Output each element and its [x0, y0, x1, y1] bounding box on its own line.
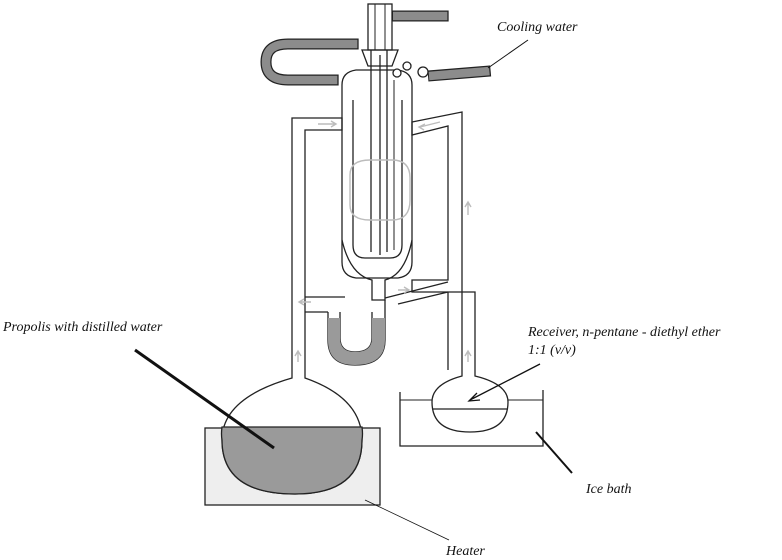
left-return-arm — [305, 296, 345, 313]
hose-cooling-outlet-core — [428, 66, 491, 81]
label-heater: Heater — [445, 544, 485, 559]
u-tube-liquid — [328, 318, 385, 365]
flow-arrow-right-up — [464, 349, 472, 362]
label-receiver-line2: 1:1 (v/v) — [528, 343, 576, 358]
flow-arrow-return — [297, 298, 311, 306]
circulation-loop — [349, 159, 411, 221]
fitting-1 — [392, 68, 402, 78]
hose-u-loop — [260, 38, 358, 86]
leader-receiver — [467, 363, 541, 402]
ice-bath-container — [399, 390, 544, 447]
right-diagonal-connector — [384, 281, 449, 305]
leader-heater — [364, 499, 450, 541]
flow-arrow-right-top — [417, 121, 441, 131]
flow-arrow-separator — [398, 286, 411, 294]
flow-arrow-left-up — [294, 349, 302, 362]
leader-ice-bath — [535, 431, 573, 474]
label-receiver-line1: Receiver, n-pentane - diethyl ether — [527, 325, 721, 340]
receiver-neck-right — [462, 291, 476, 370]
condenser-inner-tube — [352, 100, 403, 259]
label-cooling-water: Cooling water — [497, 20, 578, 35]
label-propolis: Propolis with distilled water — [2, 320, 163, 335]
separator-funnel — [341, 239, 413, 301]
flow-arrow-right-mid — [464, 200, 472, 215]
fitting-2 — [402, 61, 412, 71]
label-ice-bath: Ice bath — [585, 482, 631, 497]
fitting-3 — [417, 66, 429, 78]
hose-u-loop-core — [261, 39, 358, 85]
top-connector-neck — [361, 49, 399, 67]
condenser-outer-jacket — [341, 69, 413, 279]
propolis-liquid — [220, 426, 364, 495]
leader-cooling-water — [487, 39, 529, 69]
flow-arrow-left-top — [318, 120, 338, 128]
right-vapour-arm — [411, 111, 463, 370]
top-connector — [367, 3, 393, 51]
leader-propolis — [134, 348, 275, 450]
return-u-tube-inner — [339, 312, 373, 353]
